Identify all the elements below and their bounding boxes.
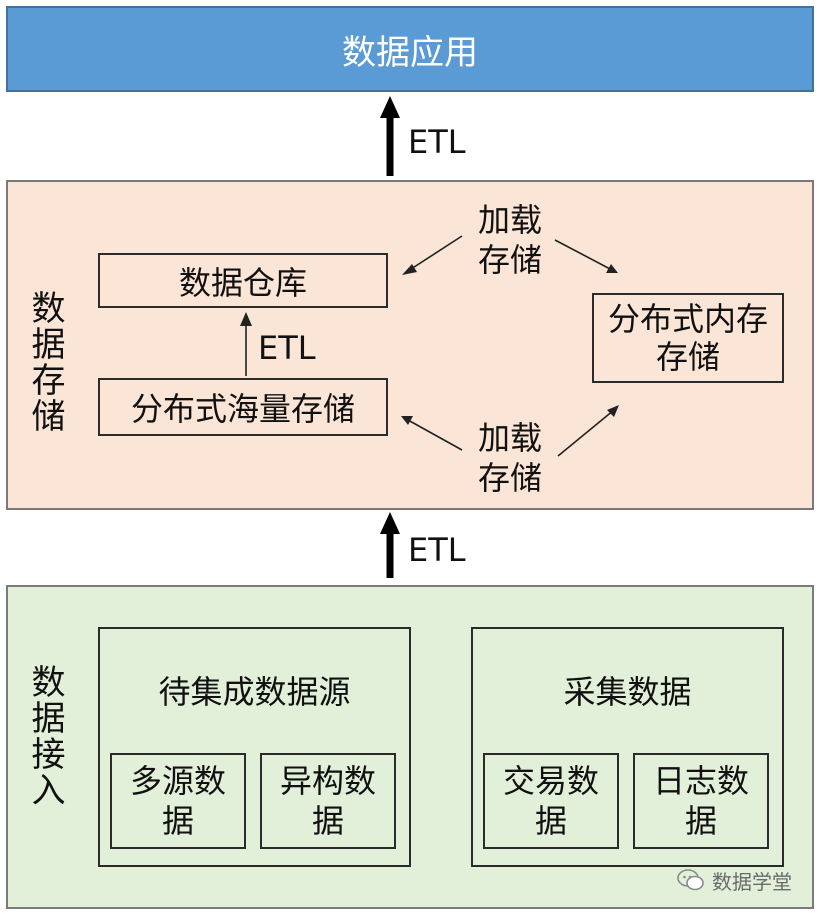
etl-inner-label: ETL <box>258 329 316 367</box>
multi-source-data-box: 多源数据 <box>110 753 246 849</box>
load-storage-top-label: 加载存储 <box>477 201 542 279</box>
data-ingest-section-label: 数据接入 <box>25 664 65 808</box>
data-storage-section-label: 数据存储 <box>25 290 65 434</box>
distributed-memory-storage-box: 分布式内存存储 <box>592 293 784 383</box>
log-data-box: 日志数据 <box>633 753 769 849</box>
data-warehouse-label: 数据仓库 <box>178 263 307 302</box>
etl-upper-label: ETL <box>408 123 466 161</box>
data-application-bar: 数据应用 <box>6 6 814 92</box>
collected-data-group <box>471 627 784 867</box>
load-storage-bottom-label: 加载存储 <box>477 419 542 497</box>
distributed-mass-storage-box: 分布式海量存储 <box>98 378 388 436</box>
data-application-title: 数据应用 <box>342 32 478 73</box>
wechat-icon <box>677 869 704 891</box>
collected-data-title: 采集数据 <box>563 673 692 711</box>
pending-sources-title: 待集成数据源 <box>158 673 351 711</box>
watermark-text: 数据学堂 <box>712 869 792 894</box>
transaction-data-label: 交易数据 <box>503 762 600 840</box>
distributed-mass-storage-label: 分布式海量存储 <box>130 390 355 428</box>
watermark: 数据学堂 <box>676 866 816 894</box>
transaction-data-box: 交易数据 <box>483 753 619 849</box>
distributed-memory-storage-label: 分布式内存存储 <box>607 299 768 376</box>
data-storage-panel <box>6 180 814 510</box>
data-warehouse-box: 数据仓库 <box>98 253 388 308</box>
heterogeneous-data-label: 异构数据 <box>280 762 377 840</box>
multi-source-data-label: 多源数据 <box>130 762 227 840</box>
pending-sources-group <box>98 627 411 867</box>
etl-lower-label: ETL <box>408 531 466 569</box>
heterogeneous-data-box: 异构数据 <box>260 753 396 849</box>
log-data-label: 日志数据 <box>653 762 750 840</box>
